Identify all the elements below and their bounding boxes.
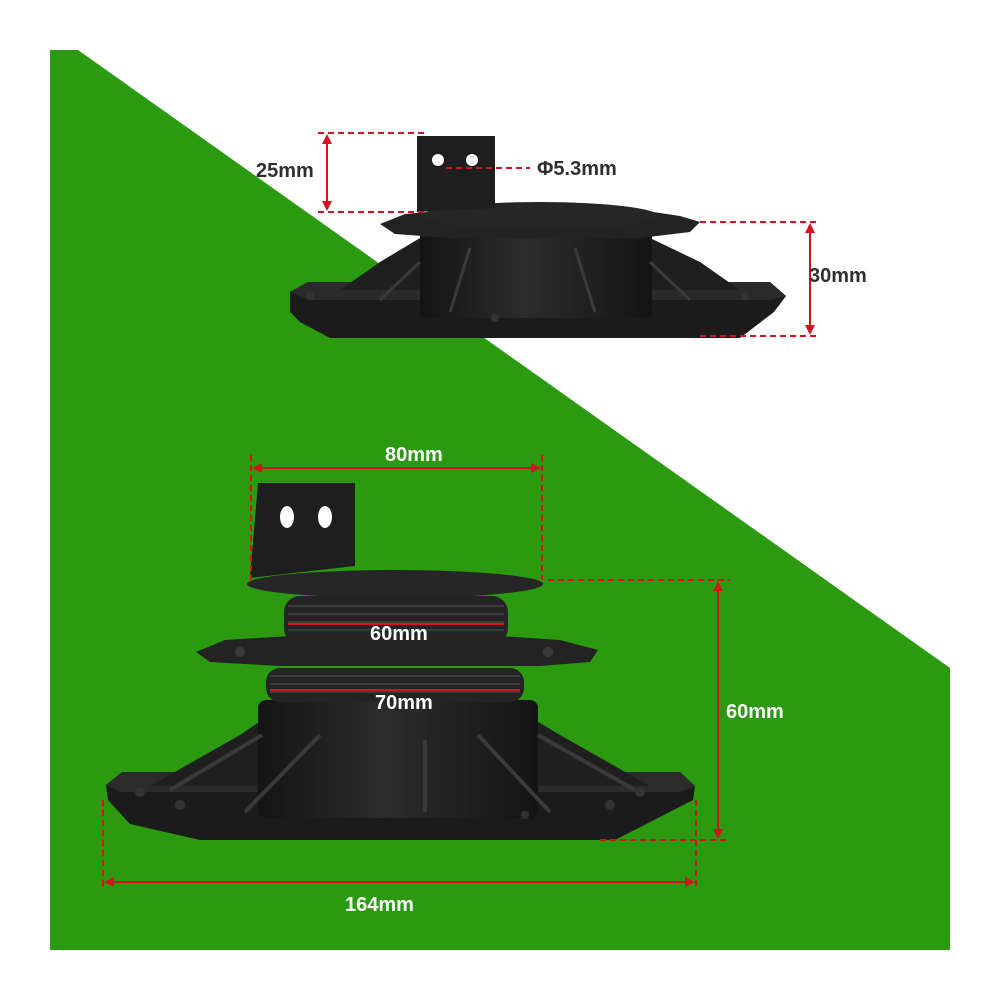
bottom-pedestal	[106, 483, 695, 840]
top-cylinder	[420, 226, 652, 318]
label-base-width: 164mm	[345, 894, 414, 916]
bottom-ribs	[168, 733, 636, 814]
bottom-bracket-hole-right	[318, 506, 332, 528]
top-bracket-hole-left	[432, 154, 444, 166]
top-ribs	[378, 247, 692, 313]
bottom-bracket	[250, 483, 355, 578]
label-top-plate-width: 80mm	[385, 444, 443, 466]
label-upper-thread-diameter: 60mm	[370, 623, 428, 645]
bottom-dimension-lines	[102, 455, 730, 890]
top-dimension-lines	[318, 132, 818, 337]
top-dimension-arrows	[322, 134, 815, 335]
upper-thread-lines	[288, 605, 504, 631]
label-total-height: 60mm	[726, 701, 784, 723]
white-diagonal-area	[78, 50, 950, 668]
top-bracket	[417, 136, 495, 212]
upper-thread	[284, 596, 508, 644]
lower-thread-lines	[270, 675, 520, 693]
top-pedestal	[290, 136, 786, 338]
bottom-cylinder	[258, 700, 538, 818]
top-bracket-hole-right	[466, 154, 478, 166]
label-lower-thread-diameter: 70mm	[375, 692, 433, 714]
label-bracket-height: 25mm	[256, 160, 314, 182]
label-hole-diameter: Φ5.3mm	[537, 158, 617, 180]
label-pedestal-height: 30mm	[809, 265, 867, 287]
bottom-top-disc	[247, 570, 543, 598]
bottom-dimension-arrows	[104, 463, 723, 887]
top-disc	[422, 202, 658, 230]
bottom-bracket-hole-left	[280, 506, 294, 528]
